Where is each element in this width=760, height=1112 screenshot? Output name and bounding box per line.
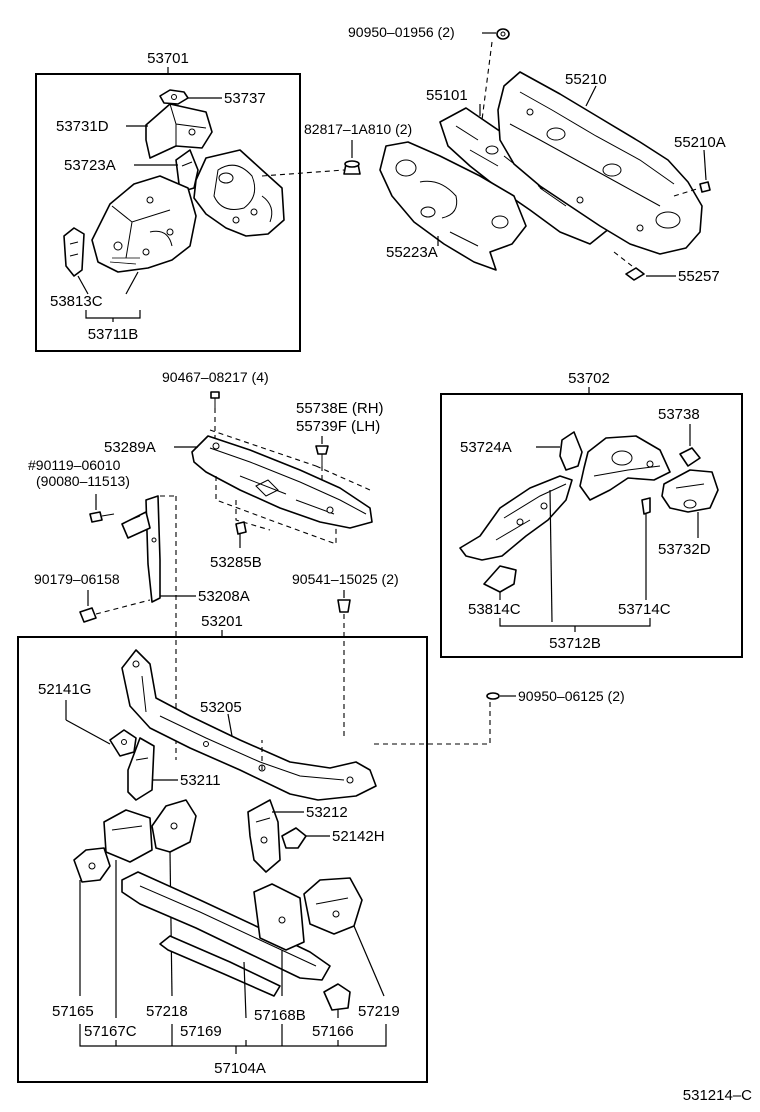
label-53285B: 53285B [210, 554, 262, 571]
part-53814C [483, 565, 517, 593]
label-90119: #90119–06010 [28, 457, 121, 473]
part-53714C [641, 497, 651, 515]
label-53289A: 53289A [104, 439, 156, 456]
part-53813C [63, 227, 85, 277]
part-53211 [127, 737, 155, 801]
label-57169: 57169 [180, 1023, 222, 1040]
part-90119-bolt [89, 511, 115, 523]
part-90467-bolt [210, 391, 220, 408]
part-53289A [191, 435, 373, 529]
part-53732D [661, 469, 719, 513]
label-90179: 90179–06158 [34, 571, 120, 587]
part-53724A [559, 431, 583, 471]
part-53711B-apron [91, 175, 197, 273]
label-90467: 90467–08217 (4) [162, 369, 269, 385]
label-55210A: 55210A [674, 134, 726, 151]
part-52141G [109, 729, 137, 757]
label-55739F: 55739F (LH) [296, 418, 380, 435]
page-code: 531214–C [683, 1087, 752, 1104]
part-55210A [699, 181, 711, 193]
label-55223A: 55223A [386, 244, 438, 261]
label-53701: 53701 [147, 50, 189, 67]
label-57165: 57165 [52, 1003, 94, 1020]
label-53205: 53205 [200, 699, 242, 716]
part-90179-nut [79, 607, 97, 623]
label-53723A: 53723A [64, 157, 116, 174]
label-53737: 53737 [224, 90, 266, 107]
part-57166 [323, 983, 351, 1011]
part-53737 [159, 89, 189, 105]
label-53201: 53201 [201, 613, 243, 630]
label-57218: 57218 [146, 1003, 188, 1020]
label-57168B: 57168B [254, 1007, 306, 1024]
part-53285B [235, 521, 247, 535]
label-53702: 53702 [568, 370, 610, 387]
label-53714C: 53714C [618, 601, 671, 618]
label-90950-01956: 90950–01956 (2) [348, 24, 455, 40]
label-53212: 53212 [306, 804, 348, 821]
label-57219: 57219 [358, 1003, 400, 1020]
part-57219 [303, 877, 363, 935]
part-90950-01956 [496, 28, 510, 40]
label-53814C: 53814C [468, 601, 521, 618]
label-53813C: 53813C [50, 293, 103, 310]
label-53712B: 53712B [549, 635, 601, 652]
part-90541-clip [337, 599, 351, 613]
label-55210: 55210 [565, 71, 607, 88]
part-57168B [253, 883, 305, 951]
part-55210 [497, 71, 703, 255]
part-57218 [151, 799, 197, 853]
label-53711B: 53711B [88, 326, 139, 343]
part-55738E-clip [315, 445, 329, 466]
label-90080: (90080–11513) [36, 473, 130, 489]
part-57104A-crossmember [121, 871, 331, 981]
part-82817 [343, 160, 361, 175]
label-57104A: 57104A [214, 1060, 266, 1077]
label-52142H: 52142H [332, 828, 385, 845]
label-53208A: 53208A [198, 588, 250, 605]
assembly-frame-53702 [440, 393, 743, 658]
part-90950-06125 [486, 692, 500, 700]
part-57167C [103, 809, 153, 863]
part-53723A-apron [193, 149, 285, 237]
label-53738: 53738 [658, 406, 700, 423]
part-55257 [625, 267, 645, 281]
label-52141G: 52141G [38, 681, 91, 698]
part-57165 [73, 847, 111, 883]
label-90541: 90541–15025 (2) [292, 571, 399, 587]
part-53208A [121, 495, 161, 603]
part-52142H [281, 827, 307, 849]
label-57166: 57166 [312, 1023, 354, 1040]
label-57167C: 57167C [84, 1023, 137, 1040]
label-55738E: 55738E (RH) [296, 400, 384, 417]
part-53731D [145, 103, 213, 159]
part-55223A [379, 141, 527, 271]
label-55257: 55257 [678, 268, 720, 285]
label-53724A: 53724A [460, 439, 512, 456]
label-53731D: 53731D [56, 118, 109, 135]
label-53732D: 53732D [658, 541, 711, 558]
part-53702-apron [579, 435, 671, 501]
label-90950-06125: 90950–06125 (2) [518, 688, 625, 704]
part-53212 [247, 799, 281, 873]
part-53205 [121, 649, 377, 801]
label-53211: 53211 [180, 772, 221, 789]
part-57169 [159, 935, 281, 997]
label-82817: 82817–1A810 (2) [304, 121, 412, 137]
part-53738 [679, 447, 701, 467]
part-53712B [459, 475, 573, 561]
label-55101: 55101 [426, 87, 468, 104]
